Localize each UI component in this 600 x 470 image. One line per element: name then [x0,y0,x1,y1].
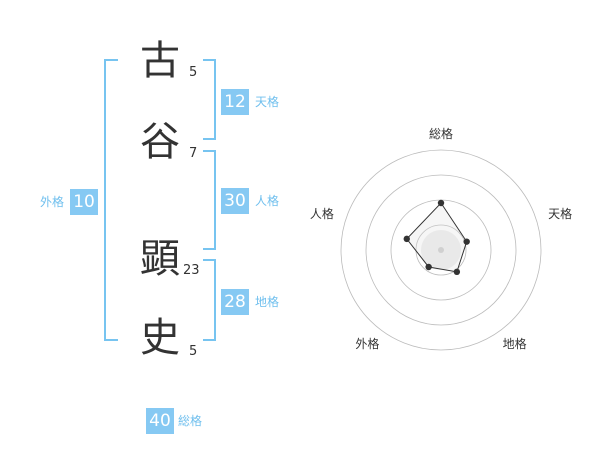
jinkaku-bracket [203,150,216,250]
jinkaku-value: 30 [221,188,249,214]
radar-point-5 [403,235,410,243]
tenkaku-label: 天格 [255,95,280,109]
tenkaku-bracket [203,59,216,140]
gaikaku-value: 10 [70,189,99,215]
stroke-count-1: 5 [189,65,198,80]
radar-axis-label-5: 人格 [310,206,334,221]
name-char-4: 史 [140,315,180,361]
chikaku-label: 地格 [255,295,280,309]
radar-ring-3 [365,174,517,326]
gaikaku-bracket [104,59,118,341]
chikaku-bracket [203,259,216,341]
chikaku-value: 28 [221,289,249,315]
jinkaku-label: 人格 [255,194,280,208]
radar-ring-4 [340,149,542,351]
gaikaku-score: 外格 10 [40,189,99,215]
radar-point-2 [463,238,470,245]
soukaku-score: 40 総格 [146,408,202,434]
soukaku-label: 総格 [178,414,203,428]
radar-center-dot [438,247,444,253]
radar-axis-label-1: 総格 [429,126,453,141]
gaikaku-label: 外格 [40,195,65,209]
name-char-3: 顕 [140,236,180,282]
radar-point-4 [425,263,432,271]
radar-axis-label-4: 外格 [355,336,379,351]
stroke-count-3: 23 [183,263,200,278]
radar-axis-label-3: 地格 [503,336,527,351]
radar-axis-label-2: 天格 [548,206,572,221]
radar-point-3 [453,268,461,276]
soukaku-value: 40 [146,408,174,434]
radar-point-1 [437,199,445,207]
stroke-count-2: 7 [189,146,198,161]
tenkaku-value: 12 [221,89,249,115]
chikaku-score: 28 地格 [221,289,279,315]
tenkaku-score: 12 天格 [221,89,279,115]
radar-series-polygon [406,202,468,273]
jinkaku-score: 30 人格 [221,188,279,214]
name-char-1: 古 [140,38,180,84]
stroke-count-4: 5 [189,344,198,359]
name-char-2: 谷 [140,119,180,165]
